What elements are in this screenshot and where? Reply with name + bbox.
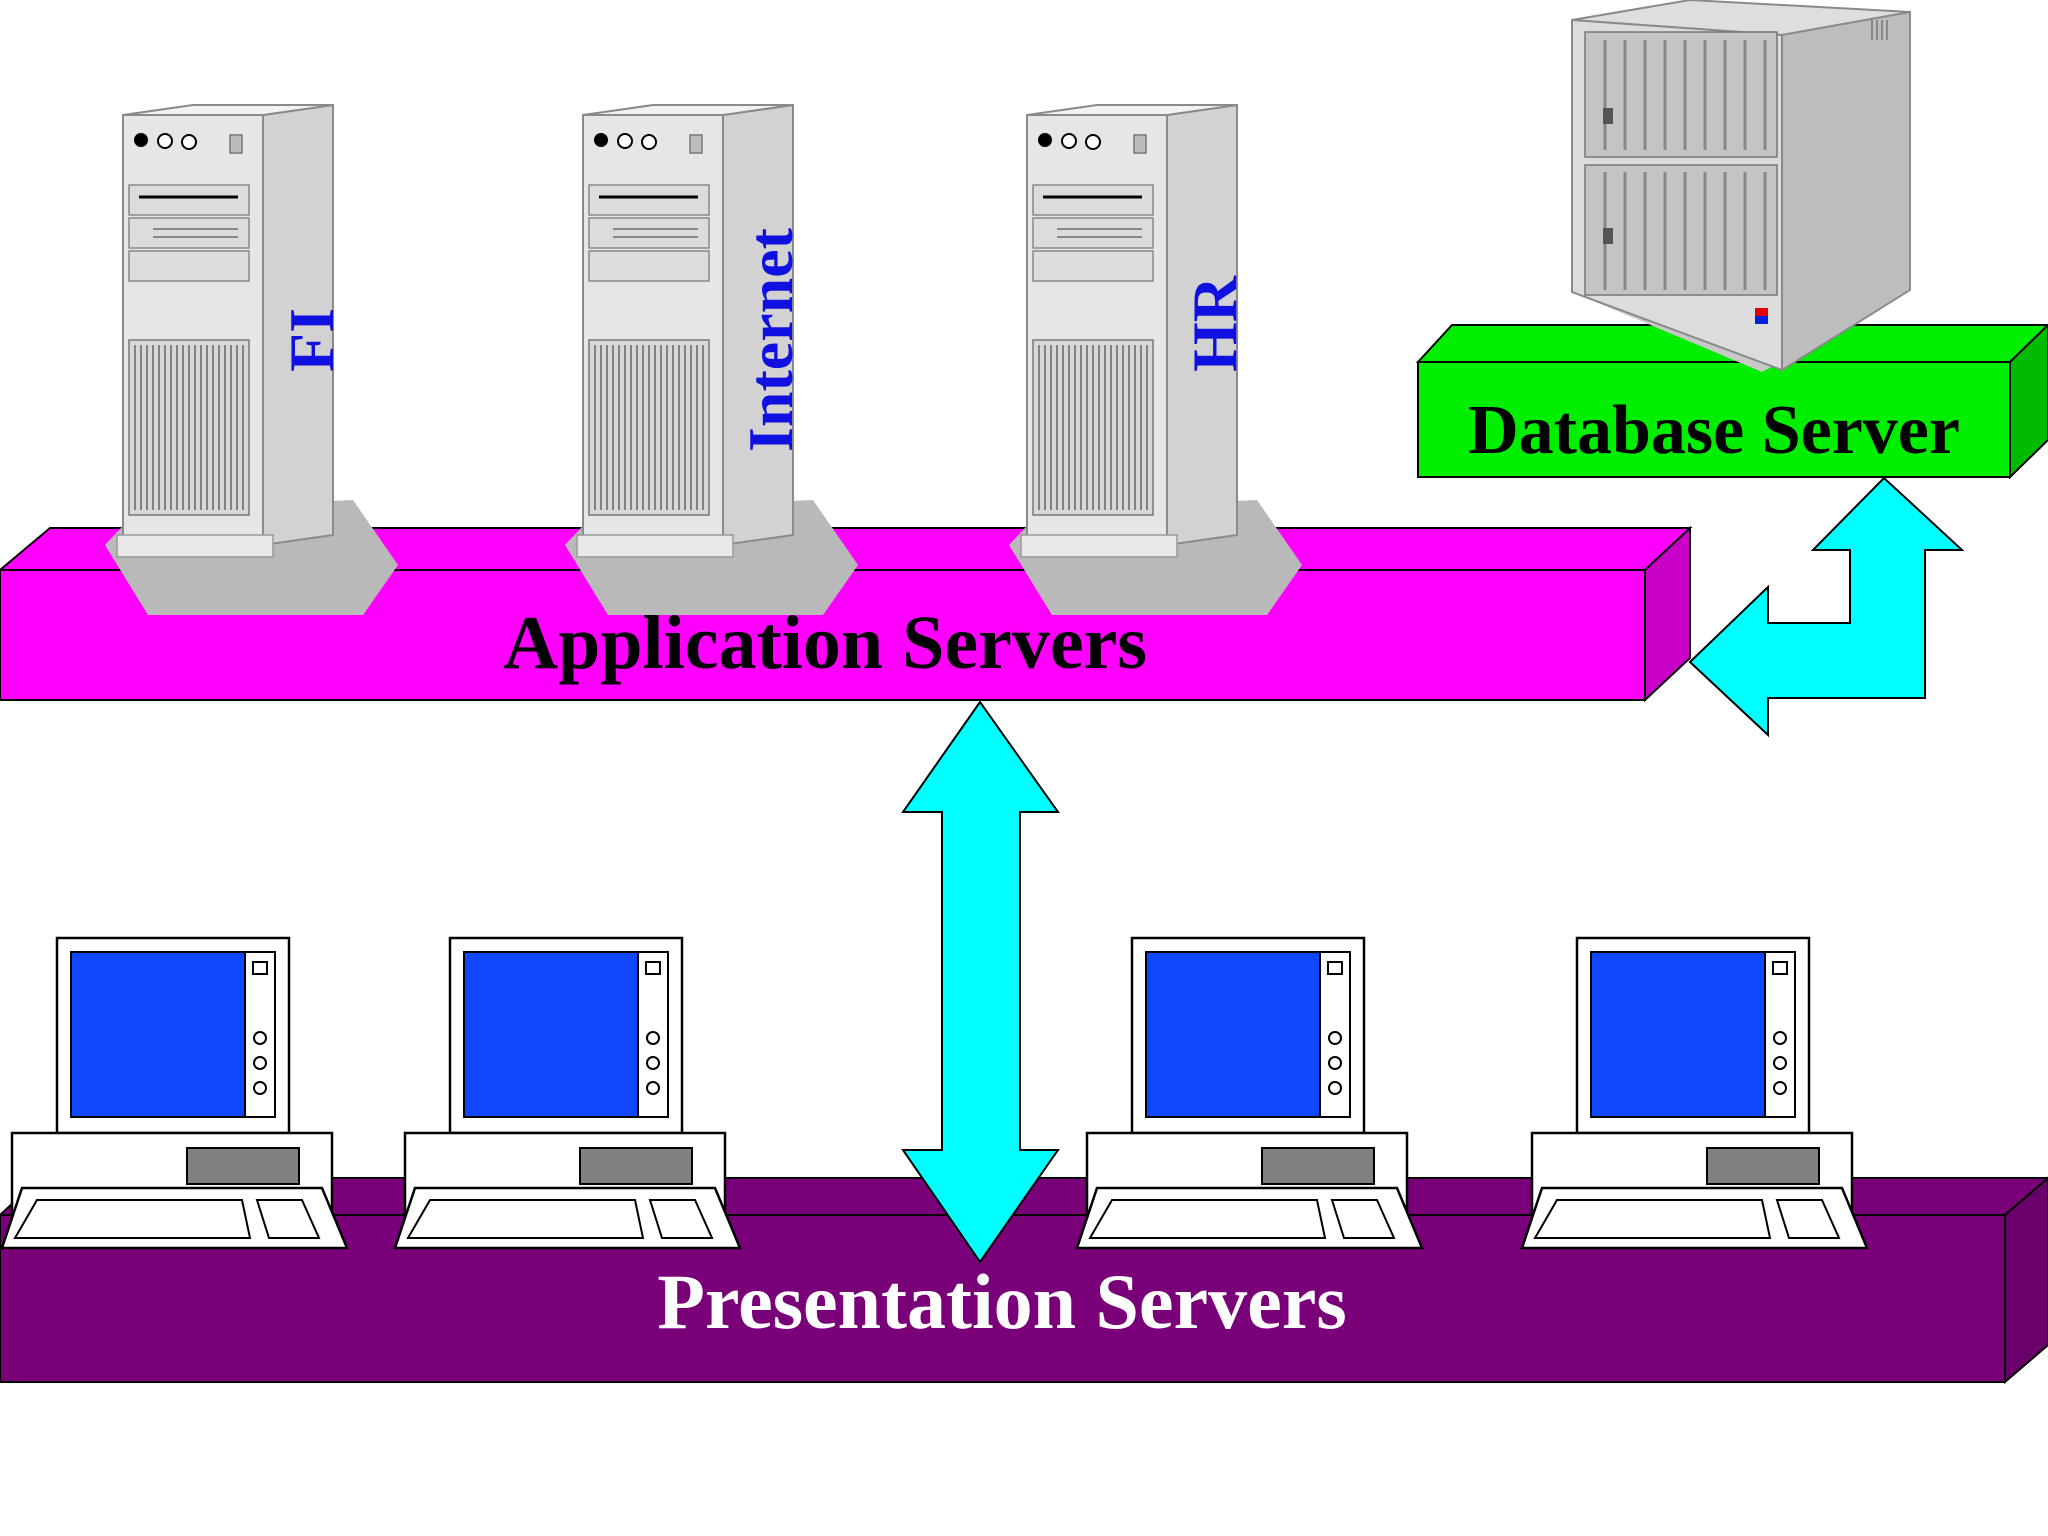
workstation-4: [1520, 936, 1869, 1250]
app-database-elbow-arrow: [1688, 476, 1965, 738]
database-cabinet-icon: [1571, 0, 1911, 372]
tower-server-icon: [103, 103, 400, 617]
app-server-label: Internet: [735, 227, 806, 452]
tower-server-icon: [563, 103, 860, 617]
database-box-front: [1417, 361, 2011, 478]
workstation-2: [393, 936, 742, 1250]
app-server-hr: HR: [1007, 103, 1304, 617]
app-server-label: FI: [276, 308, 347, 372]
app-presentation-double-arrow: [901, 700, 1060, 1264]
app-server-fi: FI: [103, 103, 400, 617]
tower-server-icon: [1007, 103, 1304, 617]
database-tier-label: Database Server: [1468, 392, 1960, 469]
workstation-1: [0, 936, 349, 1250]
app-server-internet: Internet: [563, 103, 860, 617]
application-tier-label: Application Servers: [503, 601, 1147, 685]
app-server-label: HR: [1179, 275, 1250, 372]
presentation-bar-side: [2004, 1176, 2048, 1385]
workstation-3: [1075, 936, 1424, 1250]
presentation-tier-label: Presentation Servers: [657, 1258, 1347, 1345]
